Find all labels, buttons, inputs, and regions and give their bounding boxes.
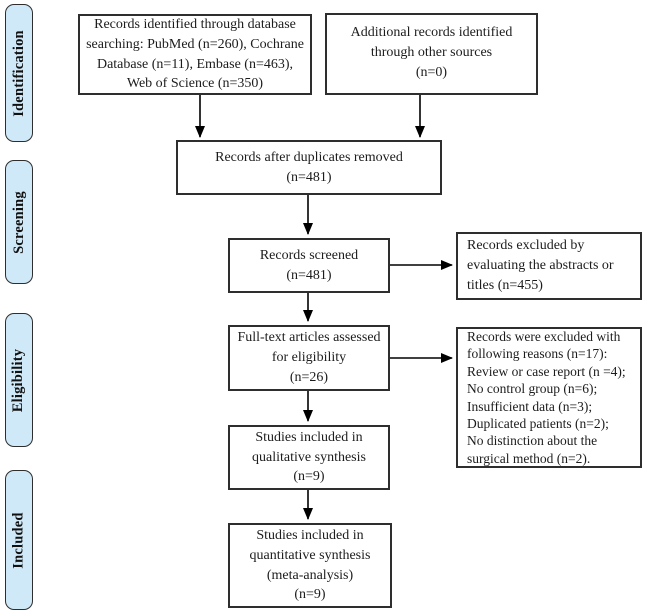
stage-eligibility-label: Eligibility	[10, 348, 27, 412]
box-records-excluded-screening-text: Records excluded by evaluating the abstr…	[467, 238, 614, 293]
box-records-screened-text: Records screened (n=481)	[259, 247, 359, 283]
stage-screening: Screening	[5, 160, 33, 284]
box-quantitative-synthesis: Studies included in quantitative synthes…	[228, 523, 392, 608]
stage-identification: Identification	[5, 4, 33, 142]
box-fulltext-assessed: Full-text articles assessed for eligibil…	[228, 325, 390, 391]
box-after-duplicates-text: Records after duplicates removed (n=481)	[215, 149, 403, 185]
box-qualitative-synthesis-text: Studies included in qualitative synthesi…	[252, 429, 366, 485]
stage-included: Included	[5, 470, 33, 610]
box-additional-records-text: Additional records identified through ot…	[350, 25, 513, 80]
stage-included-label: Included	[10, 511, 27, 569]
box-records-screened: Records screened (n=481)	[228, 238, 390, 293]
box-additional-records: Additional records identified through ot…	[325, 13, 538, 95]
box-records-identified: Records identified through database sear…	[78, 14, 312, 95]
box-records-excluded-fulltext: Records were excluded with following rea…	[456, 327, 642, 468]
box-quantitative-synthesis-text: Studies included in quantitative synthes…	[249, 527, 371, 603]
stage-eligibility: Eligibility	[5, 313, 33, 447]
stage-identification-label: Identification	[10, 29, 27, 117]
box-records-excluded-fulltext-text: Records were excluded with following rea…	[467, 328, 626, 466]
stage-screening-label: Screening	[10, 190, 27, 254]
box-records-excluded-screening: Records excluded by evaluating the abstr…	[456, 232, 642, 300]
box-qualitative-synthesis: Studies included in qualitative synthesi…	[228, 425, 390, 490]
box-fulltext-assessed-text: Full-text articles assessed for eligibil…	[237, 330, 381, 385]
box-records-identified-text: Records identified through database sear…	[86, 16, 304, 92]
box-after-duplicates: Records after duplicates removed (n=481)	[176, 140, 442, 195]
